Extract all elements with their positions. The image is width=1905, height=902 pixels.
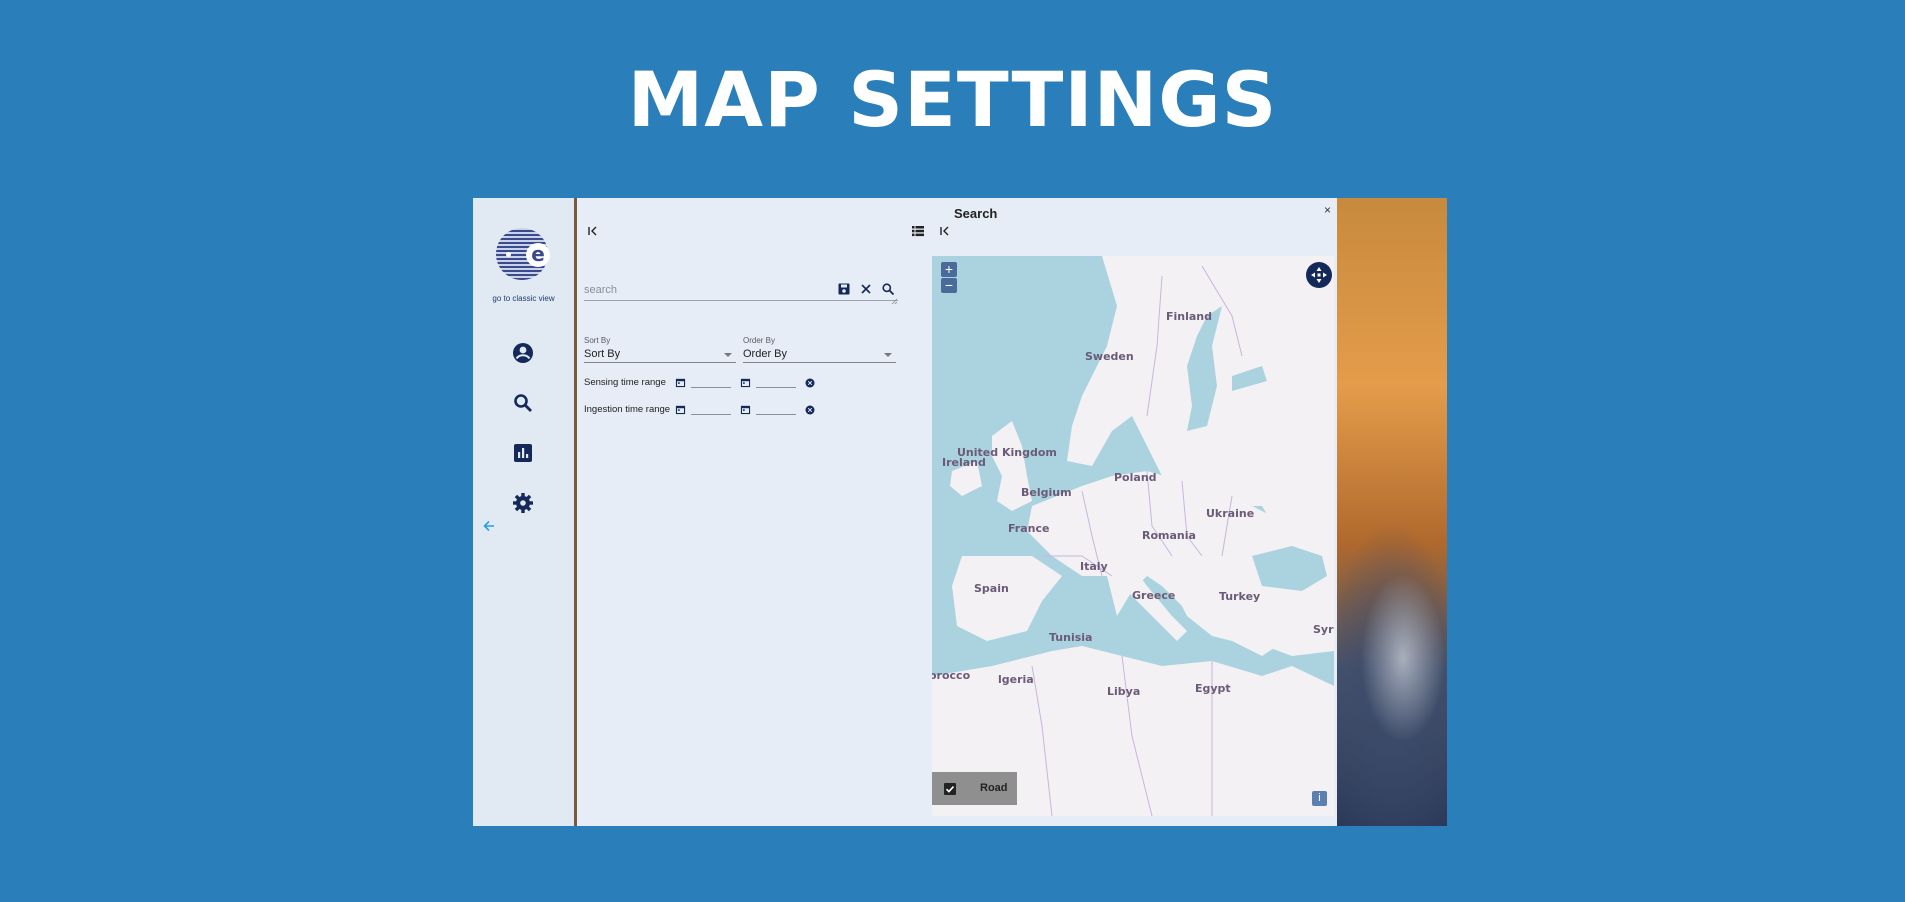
svg-text:Greece: Greece [1132,589,1175,602]
sort-by-value: Sort By [584,348,621,360]
settings-icon[interactable] [511,491,535,515]
order-by-value: Order By [743,348,788,360]
logo-e-icon: e [526,243,550,267]
map-land-layer: Finland Sweden United Kingdom Ireland Po… [932,256,1334,816]
ingestion-end-field[interactable] [756,414,796,415]
calendar-icon[interactable] [740,377,751,388]
close-button[interactable]: × [1324,203,1332,217]
svg-text:Syri: Syri [1313,623,1334,636]
classic-view-link[interactable]: go to classic view [492,294,555,303]
sensing-range-label: Sensing time range [584,377,666,388]
svg-text:Egypt: Egypt [1195,682,1231,695]
save-icon[interactable] [837,282,851,296]
svg-text:Italy: Italy [1080,560,1108,573]
clear-circle-icon[interactable] [805,378,815,388]
svg-text:orocco: orocco [932,669,971,682]
resize-grip-icon[interactable] [890,297,898,305]
road-label: Road [980,782,1008,794]
esa-logo: e [496,228,550,280]
svg-text:Ireland: Ireland [942,456,986,469]
sidebar-divider [574,198,577,826]
svg-text:lgeria: lgeria [998,673,1034,686]
collapse-panel-icon[interactable] [586,224,600,238]
svg-text:Ukraine: Ukraine [1206,507,1254,520]
order-by-select[interactable]: Order By [743,348,896,363]
svg-text:Sweden: Sweden [1085,350,1134,363]
map-window-title: Search [954,206,998,221]
svg-text:Spain: Spain [974,582,1009,595]
search-input[interactable] [584,280,898,301]
sort-by-label: Sort By [584,336,611,345]
chevron-down-icon [724,353,732,357]
logo-dot [506,252,511,257]
clear-circle-icon[interactable] [805,405,815,415]
search-submit-icon[interactable] [881,282,895,296]
arrow-left-icon[interactable] [481,518,497,534]
zoom-in-button[interactable]: + [941,262,957,277]
zoom-out-button[interactable]: − [941,278,957,293]
compass-icon[interactable] [1306,262,1332,288]
app-screenshot: e go to classic view [473,198,1447,826]
search-panel: Sort By Sort By Order By Order By Sensin… [577,198,929,826]
list-view-icon[interactable] [911,224,925,238]
europe-map[interactable]: Finland Sweden United Kingdom Ireland Po… [932,256,1334,816]
svg-text:United Kingdom: United Kingdom [957,446,1057,459]
svg-text:Finland: Finland [1166,310,1212,323]
chevron-down-icon [884,353,892,357]
calendar-icon[interactable] [675,377,686,388]
collapse-map-icon[interactable] [938,224,952,238]
order-by-label: Order By [743,336,776,345]
search-icon[interactable] [511,391,535,415]
calendar-icon[interactable] [675,404,686,415]
svg-text:Romania: Romania [1142,529,1196,542]
ingestion-start-field[interactable] [691,414,731,415]
svg-text:Belgium: Belgium [1021,486,1072,499]
page-title: MAP SETTINGS [627,55,1278,144]
sensing-start-field[interactable] [691,387,731,388]
sensing-end-field[interactable] [756,387,796,388]
checkbox-checked-icon[interactable] [944,783,956,795]
svg-text:France: France [1008,522,1049,535]
sort-by-select[interactable]: Sort By [584,348,736,363]
svg-text:Poland: Poland [1114,471,1157,484]
svg-text:Turkey: Turkey [1219,590,1260,603]
svg-text:Libya: Libya [1107,685,1140,698]
chart-icon[interactable] [511,441,535,465]
info-button[interactable]: i [1312,791,1327,806]
clear-icon[interactable] [859,282,873,296]
ingestion-range-label: Ingestion time range [584,404,671,415]
road-layer-toggle[interactable]: Road [932,772,1017,805]
calendar-icon[interactable] [740,404,751,415]
sidebar: e go to classic view [473,198,574,826]
account-icon[interactable] [511,341,535,365]
svg-text:Tunisia: Tunisia [1049,631,1092,644]
